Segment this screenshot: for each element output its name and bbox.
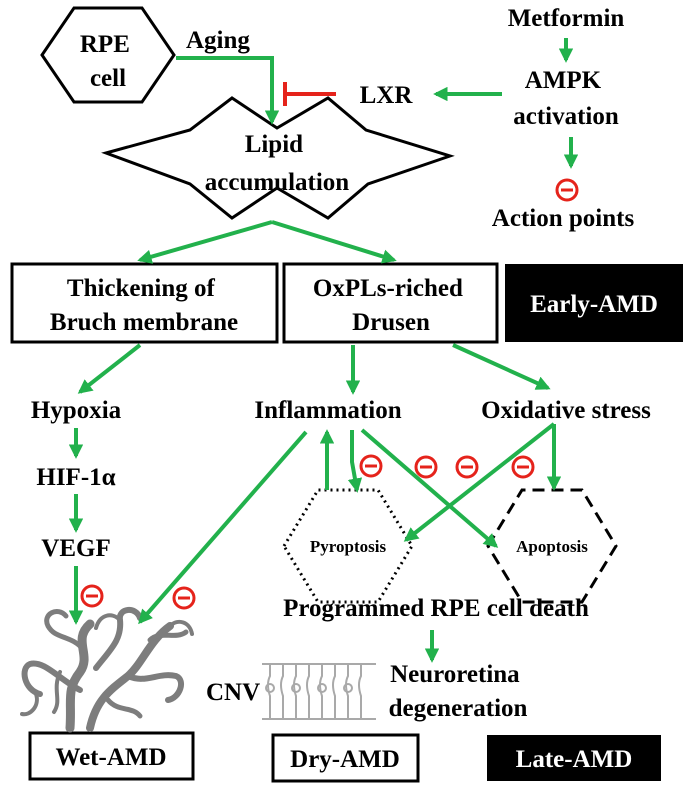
aging-label: Aging [186, 27, 250, 54]
neuroretina-label: Neuroretina degeneration [389, 661, 528, 722]
edge-inflammation-apoptosis [360, 428, 499, 548]
rpe-cell-hexagon [40, 6, 176, 104]
early-amd-label: Early-AMD [530, 291, 658, 318]
hypoxia-label: Hypoxia [31, 397, 122, 424]
pyroptosis-hexagon [282, 488, 414, 604]
drusen-box [282, 262, 499, 344]
photoreceptor-icon [262, 663, 376, 720]
oxidative-label: Oxidative stress [481, 397, 651, 424]
edge-inflammation-pyroptosis [347, 430, 363, 493]
lipid-label: Lipid accumulation [205, 131, 350, 196]
inflammation-label: Inflammation [254, 397, 401, 424]
pyroptosis-label: Pyroptosis [310, 537, 387, 556]
late-amd-box [487, 735, 661, 781]
wet-amd-box [28, 731, 195, 781]
edge-lipid-drusen [271, 220, 397, 264]
bruch-box [10, 262, 279, 344]
action-points-label: Action points [492, 205, 635, 232]
neovascularization-icon [20, 607, 194, 733]
dry-amd-box [271, 733, 420, 783]
edge-lipid-bruch [137, 220, 273, 264]
dry-amd-label: Dry-AMD [290, 746, 400, 773]
vegf-label: VEGF [41, 535, 110, 562]
hif-label: HIF-1α [36, 464, 115, 491]
lipid-star-shape [101, 96, 455, 220]
drusen-label: OxPLs-riched Drusen [313, 275, 469, 336]
edge-oxidative-pyroptosis [403, 422, 556, 542]
edge-bruch-hypoxia [77, 343, 142, 394]
apoptosis-label: Apoptosis [516, 537, 588, 556]
early-amd-box [505, 264, 683, 342]
wet-amd-label: Wet-AMD [55, 744, 166, 771]
programmed-death-label: Programmed RPE cell death [283, 595, 589, 622]
cnv-label: CNV [206, 679, 260, 706]
metformin-label: Metformin [508, 5, 625, 32]
edge-inflammation-cnv [138, 430, 308, 625]
bruch-label: Thickening of Bruch membrane [50, 275, 238, 336]
edge-aging-lipid [176, 56, 280, 125]
action-point-icon [80, 178, 579, 610]
edge-drusen-oxidative [452, 343, 551, 390]
lxr-label: LXR [360, 82, 414, 109]
ampk-label: AMPK activation [513, 67, 619, 130]
late-amd-label: Late-AMD [516, 746, 633, 773]
rpe-cell-label: RPE cell [80, 31, 136, 92]
apoptosis-hexagon [486, 488, 618, 604]
